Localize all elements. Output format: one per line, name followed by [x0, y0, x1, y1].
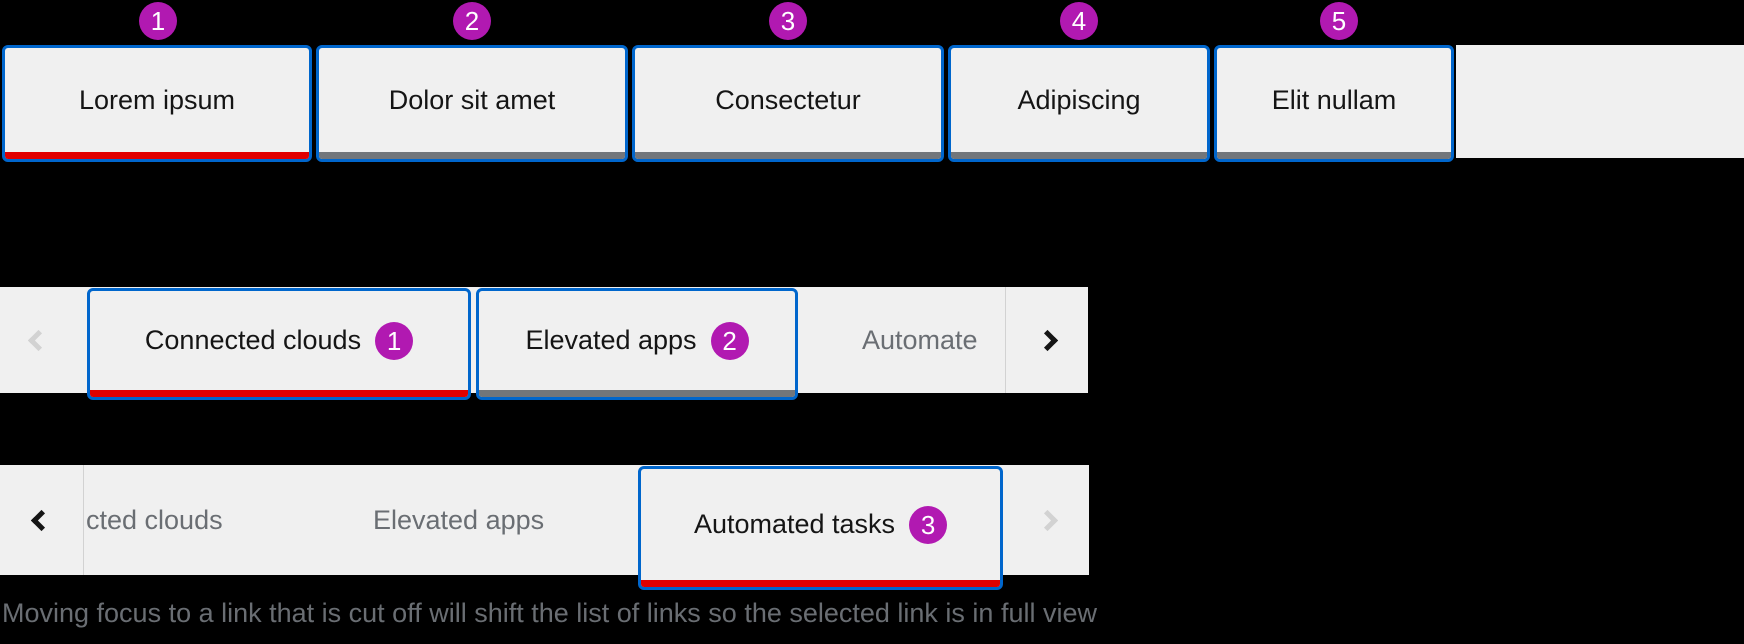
tab-bar-scrollable-left-overflow: cted clouds Elevated apps Automated task…	[0, 465, 1089, 590]
annotation-badge-1: 1	[375, 321, 414, 360]
tab-automated-tasks-cut-off[interactable]: Automate	[862, 287, 1005, 393]
selected-underline	[5, 152, 309, 159]
annotation-badge-5-number: 5	[1331, 6, 1347, 36]
annotation-badge-3-number: 3	[780, 6, 796, 36]
tab-label: Lorem ipsum	[78, 84, 236, 115]
chevron-left-icon	[30, 509, 53, 531]
tab-elevated-apps[interactable]: Elevated apps	[373, 465, 583, 575]
chevron-right-icon	[1036, 329, 1058, 351]
scroll-right-button[interactable]	[1006, 465, 1089, 575]
annotation-badge-3: 3	[769, 2, 807, 40]
tab-automated-tasks[interactable]: Automated tasks 3	[638, 466, 1003, 590]
annotation-badge-number: 3	[920, 509, 936, 540]
scroll-left-button[interactable]	[0, 287, 76, 393]
tab-connected-clouds[interactable]: Connected clouds 1	[87, 288, 471, 400]
tab-label: Elit nullam	[1271, 84, 1397, 115]
annotation-badge-1: 1	[139, 2, 177, 40]
chevron-right-icon	[1036, 509, 1059, 531]
tab-consectetur[interactable]: Consectetur	[632, 45, 944, 162]
tab-adipiscing[interactable]: Adipiscing	[948, 45, 1210, 162]
tab-label: Dolor sit amet	[388, 84, 556, 115]
chevron-left-icon	[27, 329, 49, 351]
tab-connected-clouds-cut-off[interactable]: cted clouds	[86, 465, 256, 575]
tab-label: Elevated apps	[373, 504, 545, 535]
annotation-badge-2: 2	[453, 2, 491, 40]
inactive-underline	[635, 152, 941, 159]
scroll-button-divider	[1005, 287, 1006, 393]
caption-text: Moving focus to a link that is cut off w…	[2, 598, 1097, 628]
annotation-badge-3: 3	[909, 505, 948, 544]
scroll-button-divider	[83, 465, 84, 575]
annotation-badge-number: 2	[722, 325, 737, 356]
cut-tab-label: Automate	[862, 324, 978, 355]
tab-label: Automated tasks	[693, 509, 896, 539]
inactive-underline	[479, 390, 795, 397]
annotation-badge-number: 1	[386, 325, 402, 356]
tab-elit-nullam[interactable]: Elit nullam	[1214, 45, 1454, 162]
tab-elevated-apps[interactable]: Elevated apps 2	[476, 288, 798, 400]
inactive-underline	[319, 152, 625, 159]
annotation-badge-2-number: 2	[464, 6, 480, 36]
selected-underline	[641, 580, 1000, 587]
scroll-right-button[interactable]	[1006, 287, 1088, 393]
tab-label: Consectetur	[715, 84, 861, 115]
tab-bar-filler	[1456, 45, 1744, 158]
annotation-badge-5: 5	[1320, 2, 1358, 40]
annotation-badge-4-number: 4	[1071, 6, 1087, 36]
cut-tab-label: cted clouds	[86, 504, 223, 535]
inactive-underline	[951, 152, 1207, 159]
tab-label: Elevated apps	[525, 325, 697, 355]
tab-label: Connected clouds	[144, 325, 362, 355]
annotation-badge-4: 4	[1060, 2, 1098, 40]
scroll-left-button[interactable]	[0, 465, 83, 575]
annotation-badge-2: 2	[710, 321, 749, 360]
annotation-badge-1-number: 1	[150, 6, 166, 36]
tab-dolor-sit-amet[interactable]: Dolor sit amet	[316, 45, 628, 162]
tab-lorem-ipsum[interactable]: Lorem ipsum	[2, 45, 312, 162]
selected-underline	[90, 390, 468, 397]
tab-label: Adipiscing	[1017, 84, 1141, 115]
inactive-underline	[1217, 152, 1451, 159]
tab-bar-scrollable-right-overflow: Connected clouds 1 Elevated apps 2 Autom…	[0, 287, 1088, 400]
